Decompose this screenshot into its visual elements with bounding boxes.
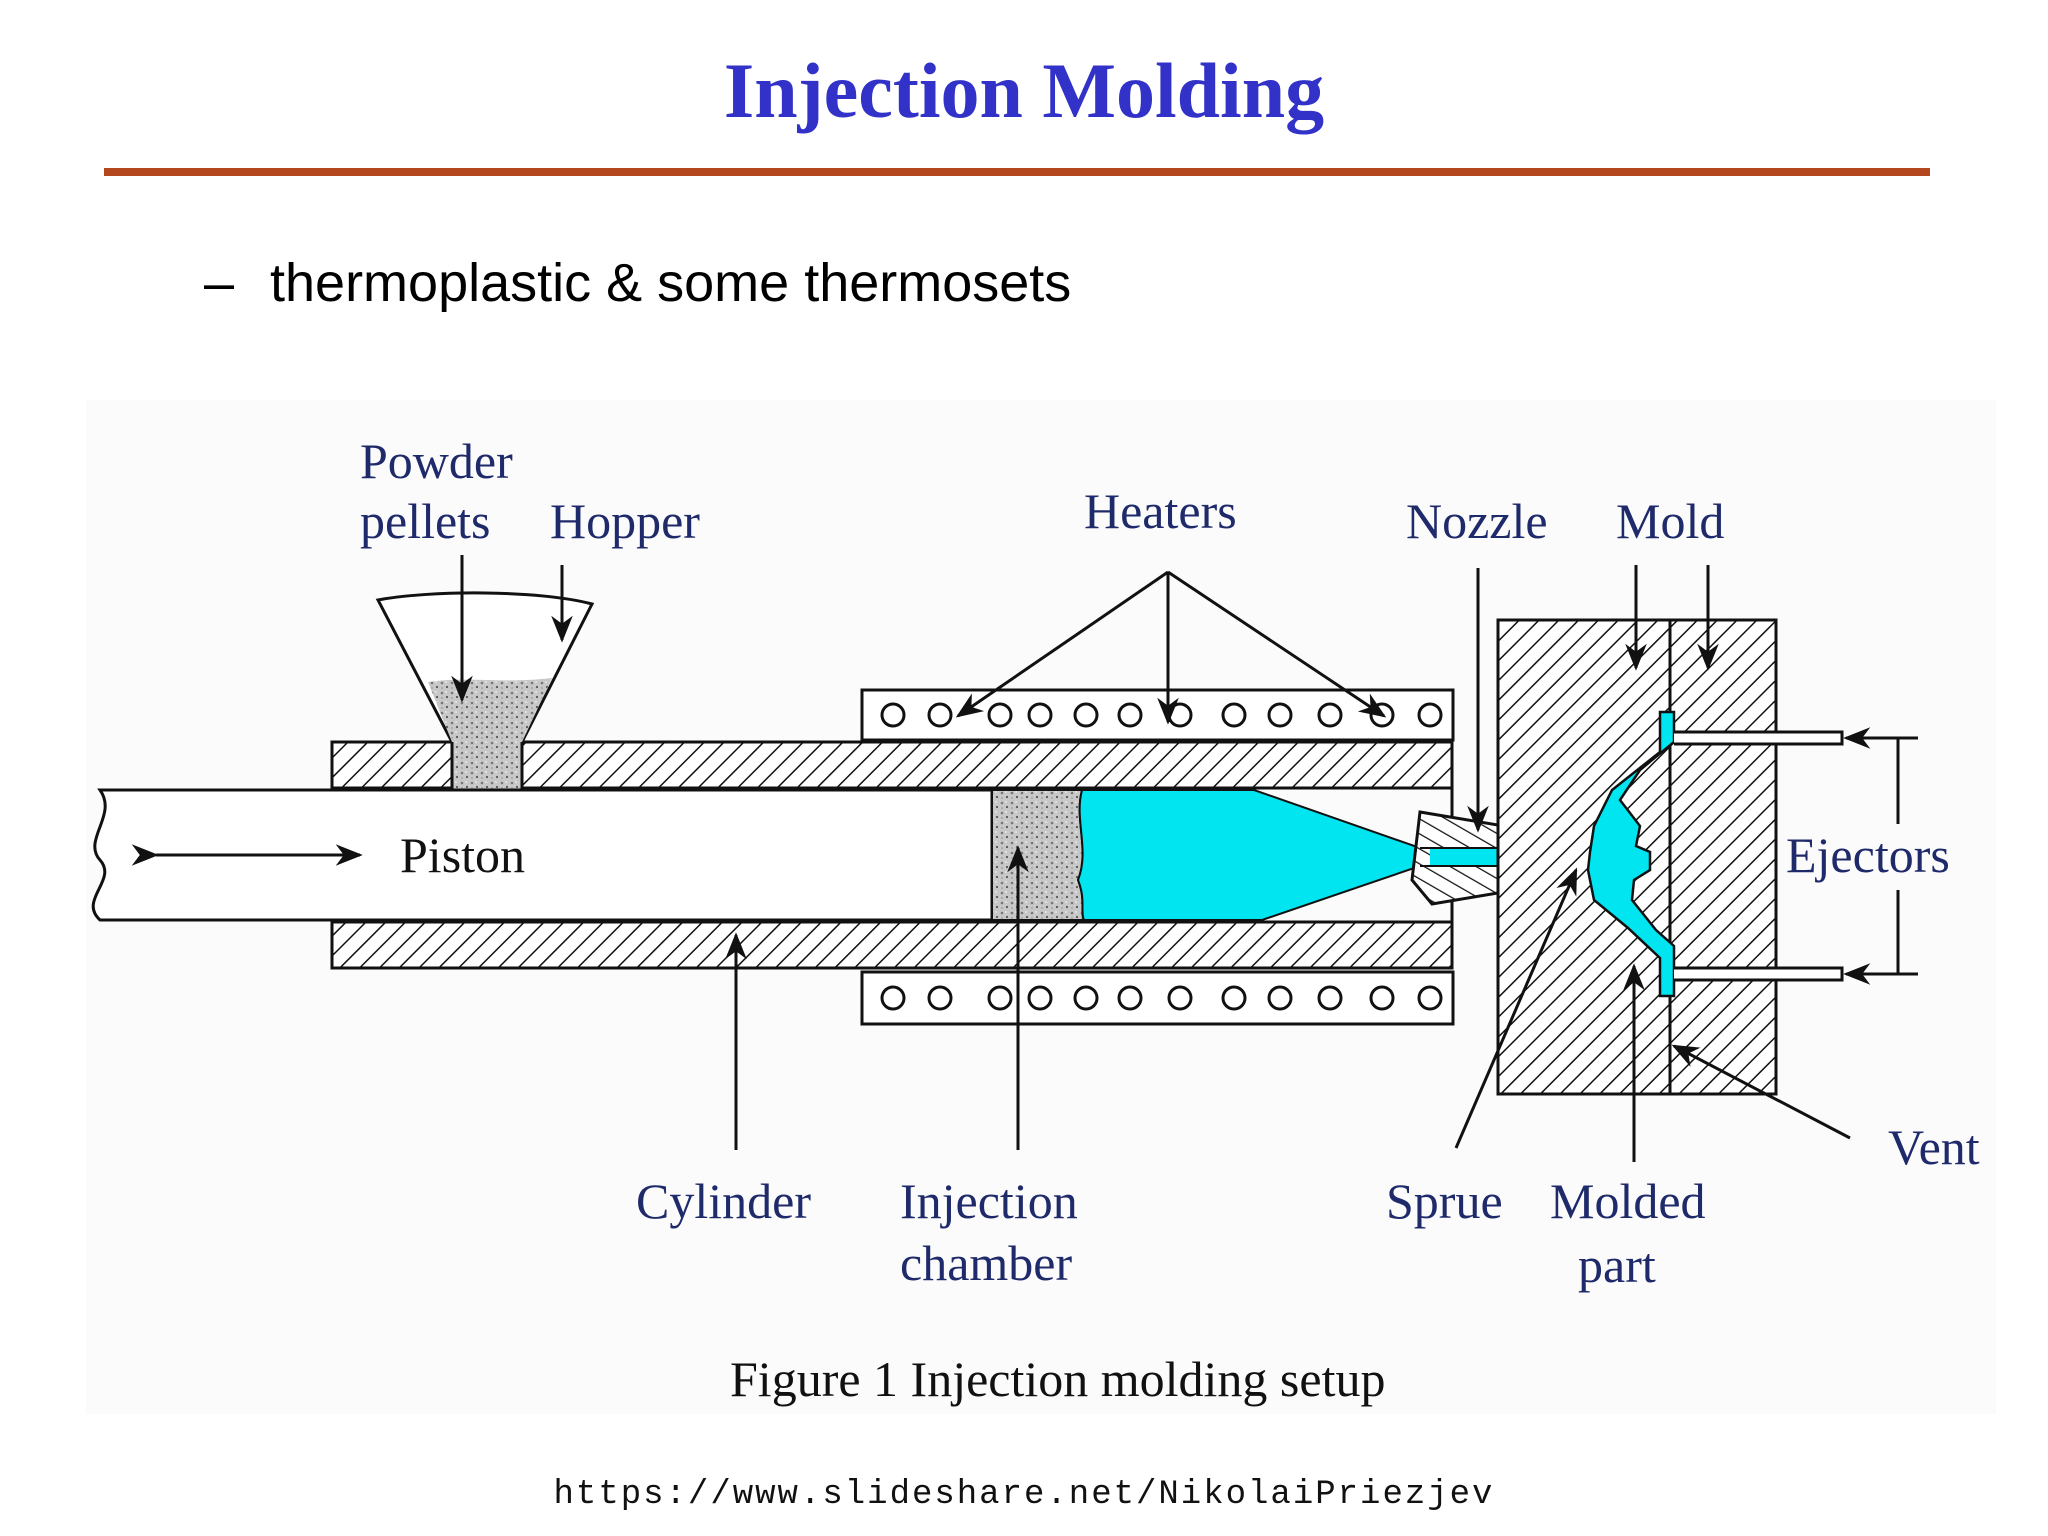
label-pellets: pellets — [360, 493, 491, 549]
heaters-arrow-left — [955, 570, 1169, 718]
heaters-arrow-right — [1167, 570, 1387, 718]
label-molded: Molded — [1550, 1173, 1706, 1229]
mold-moving-half — [1668, 618, 1778, 1096]
label-nozzle: Nozzle — [1406, 493, 1548, 549]
heater-coil — [1073, 985, 1099, 1011]
title-divider — [104, 168, 1930, 176]
heater-coil — [987, 985, 1013, 1011]
cylinder-lower-wall — [330, 920, 1454, 970]
heater-coil — [1117, 985, 1143, 1011]
heater-coil — [1317, 985, 1343, 1011]
heater-coil — [987, 702, 1013, 728]
label-ejectors: Ejectors — [1786, 827, 1950, 883]
label-mold: Mold — [1616, 493, 1724, 549]
label-chamber: chamber — [900, 1235, 1072, 1291]
heater-coil — [1267, 702, 1293, 728]
heater-coil — [1267, 985, 1293, 1011]
injection-chamber-powder — [991, 789, 1086, 921]
sprue-arrow — [1454, 867, 1578, 1149]
slide-title: Injection Molding — [723, 47, 1325, 134]
heater-coil — [927, 985, 953, 1011]
heater-coil — [1221, 702, 1247, 728]
piston-rod — [91, 788, 994, 922]
lower-heater-coils — [880, 985, 1443, 1011]
heater-coil — [1027, 985, 1053, 1011]
bullet-item: –thermoplastic & some thermosets — [204, 252, 1071, 314]
heater-coil — [1221, 985, 1247, 1011]
heater-coil — [1167, 985, 1193, 1011]
heater-coil — [1027, 702, 1053, 728]
ejectors-bracket — [1878, 736, 1918, 976]
heater-coil — [880, 985, 906, 1011]
heater-coil — [1369, 985, 1395, 1011]
label-heaters: Heaters — [1084, 483, 1237, 539]
label-vent: Vent — [1888, 1119, 1980, 1175]
heater-coil — [1167, 702, 1193, 728]
upper-ejector-pin — [1674, 730, 1844, 746]
label-hopper: Hopper — [550, 493, 700, 549]
bullet-dash: – — [204, 253, 235, 313]
label-cylinder: Cylinder — [636, 1173, 811, 1229]
label-sprue: Sprue — [1386, 1173, 1503, 1229]
upper-heater-coils — [880, 702, 1443, 728]
source-url: https://www.slideshare.net/NikolaiPriezj… — [553, 1476, 1495, 1514]
heater-coil — [1117, 702, 1143, 728]
label-powder: Powder — [360, 433, 513, 489]
lower-heater-box — [860, 970, 1455, 1026]
bullet-text: thermoplastic & some thermosets — [270, 253, 1072, 313]
vent-arrow — [1671, 1044, 1851, 1140]
lower-ejector-pin — [1674, 966, 1844, 982]
label-injection: Injection — [900, 1173, 1078, 1229]
heater-coil — [880, 702, 906, 728]
label-part: part — [1578, 1237, 1656, 1293]
heater-coil — [1417, 985, 1443, 1011]
molded-part — [1586, 710, 1676, 998]
heater-coil — [1417, 702, 1443, 728]
heater-coil — [1073, 702, 1099, 728]
figure-caption: Figure 1 Injection molding setup — [730, 1351, 1385, 1407]
heater-coil — [1317, 702, 1343, 728]
label-piston: Piston — [400, 827, 525, 883]
heater-coil — [927, 702, 953, 728]
